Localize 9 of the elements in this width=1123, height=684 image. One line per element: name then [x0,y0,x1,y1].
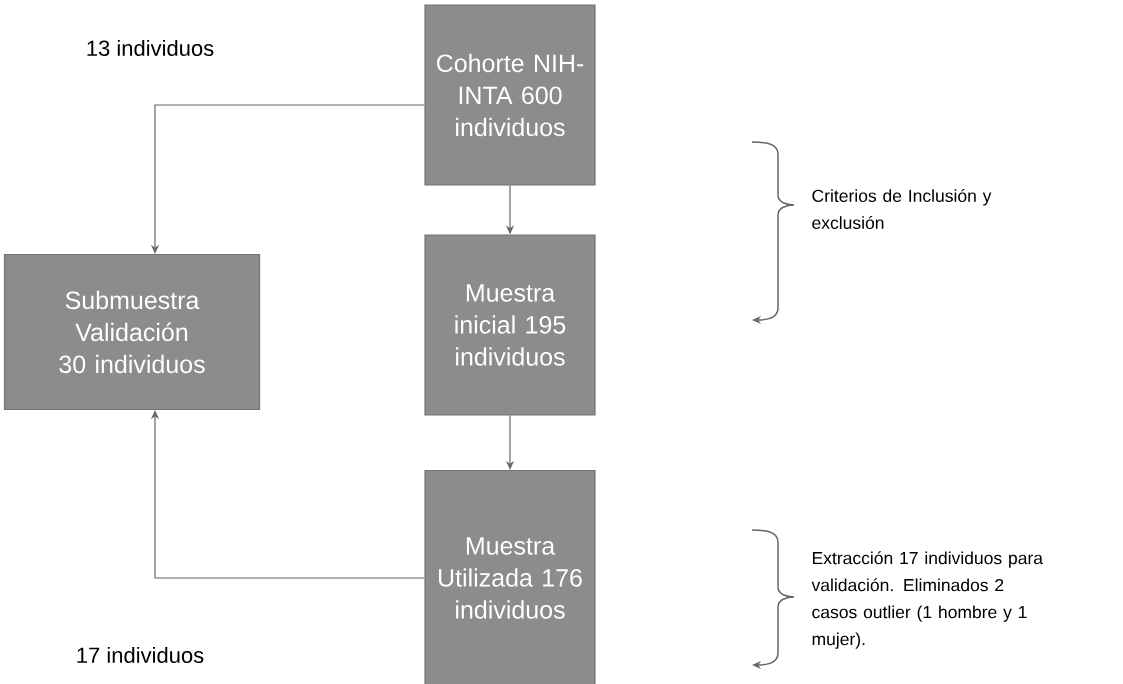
process-box: Muestra Utilizada 176 individuos [424,469,596,684]
annotation-text: Extracción 17 individuos para validación. Eliminados 2 casos outlier (1 hombre y 1 mujer). [811,551,1043,649]
annotation-text: Criterios de Inclusión y exclusión [812,188,992,229]
edge-label: 13 individuos [87,39,214,57]
process-box: Cohorte NIH-INTA 600 individuos [424,4,596,186]
edge-label: 17 individuos [77,646,204,664]
process-box: Muestra inicial 195 individuos [424,234,596,416]
process-box: Submuestra Validación 30 individuos [3,253,261,411]
arrow [150,410,425,579]
